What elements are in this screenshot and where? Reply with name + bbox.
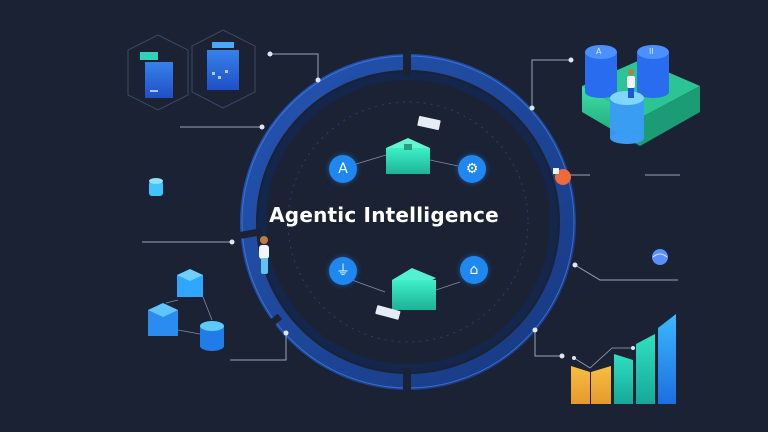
central-top-cube [342,116,459,174]
funnel-antenna-badge: ⏚ [329,257,357,285]
monitor-device-badge: ⌂ [460,256,488,284]
hero-title: Agentic Intelligence [269,203,499,227]
robot-figure-right [553,168,571,185]
cylinder-label-ii: II [649,47,654,56]
gear-robot-icon: ⚙ [465,161,479,177]
funnel-antenna-icon: ⏚ [336,263,350,279]
globe-icon-right [652,249,668,265]
small-floating-cube [149,178,163,196]
letter-a-badge: A [329,155,357,183]
monitor-device-icon: ⌂ [469,262,479,278]
central-ring [239,54,576,390]
gear-robot-badge: ⚙ [458,155,486,183]
person-figure-left [259,236,269,274]
top-left-cubes [127,29,256,111]
bottom-left-cluster [148,269,224,351]
database-cluster [582,45,700,146]
central-bottom-cube [351,268,461,320]
cylinder-label-a: A [596,47,602,56]
letter-a-icon: A [338,161,348,177]
bar-chart-graphic [571,314,676,404]
